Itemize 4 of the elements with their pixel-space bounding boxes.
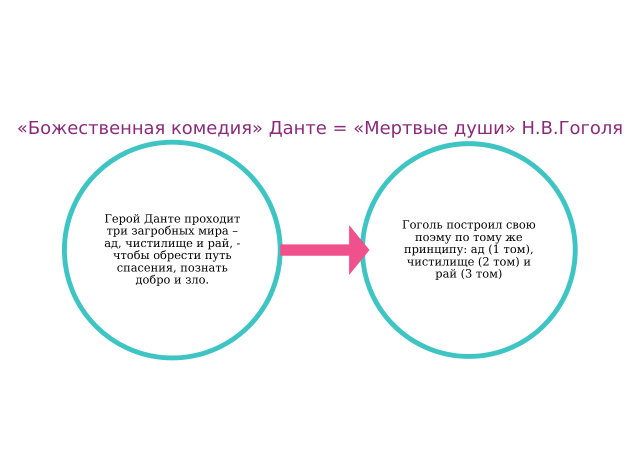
node-circle: Гоголь построил свою поэму по тому же принципу: ад (1 том), чистилище (2 том) и рай (3 том) [360, 140, 578, 358]
arrow [280, 224, 370, 275]
node-circle: Герой Данте проходит три загробных мира – ад, чистилище и рай, - чтобы обрести путь спасения, познать добро и зло. [62, 139, 283, 360]
diagram-title: «Божественная комедия» Данте = «Мертвые души» Н.В.Гоголя [16, 117, 624, 138]
